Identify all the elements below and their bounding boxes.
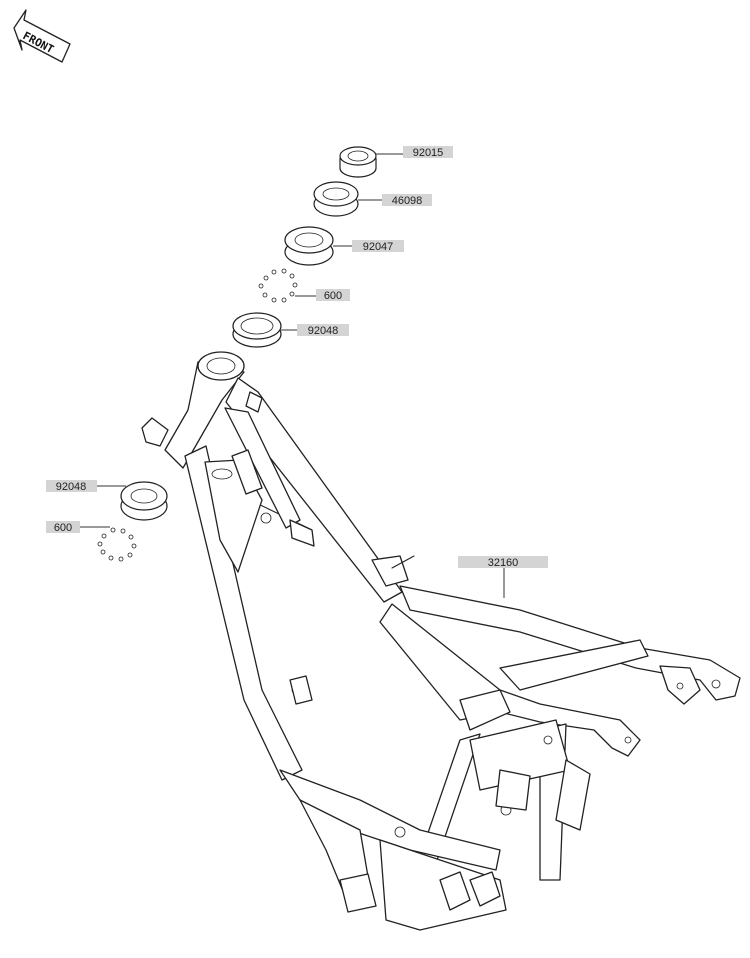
svg-text:92015: 92015 <box>413 147 444 159</box>
label-92048-lower: 92048 <box>46 480 97 493</box>
label-92048-upper: 92048 <box>297 324 349 337</box>
part-race-92048-lower[interactable] <box>97 481 168 521</box>
front-arrow-icon: FRONT <box>13 9 71 63</box>
svg-text:92047: 92047 <box>363 241 394 253</box>
label-600-upper: 600 <box>316 289 350 302</box>
svg-text:92048: 92048 <box>56 481 87 493</box>
label-46098: 46098 <box>382 194 432 207</box>
part-washer-46098[interactable] <box>313 181 382 217</box>
part-balls-upper-600[interactable] <box>258 268 316 303</box>
part-frame-32160[interactable] <box>141 351 741 931</box>
part-race-92048-upper[interactable] <box>232 312 297 348</box>
label-32160: 32160 <box>458 556 548 569</box>
svg-text:600: 600 <box>54 522 72 534</box>
part-balls-lower-600[interactable] <box>80 526 137 562</box>
label-92047: 92047 <box>352 240 404 253</box>
svg-text:92048: 92048 <box>308 325 339 337</box>
svg-text:600: 600 <box>324 290 342 302</box>
part-nut-92015[interactable] <box>339 146 403 178</box>
label-600-lower: 600 <box>46 521 80 534</box>
svg-text:32160: 32160 <box>488 557 519 569</box>
svg-text:46098: 46098 <box>392 195 423 207</box>
label-92015: 92015 <box>403 146 453 159</box>
part-race-92047[interactable] <box>284 226 352 266</box>
